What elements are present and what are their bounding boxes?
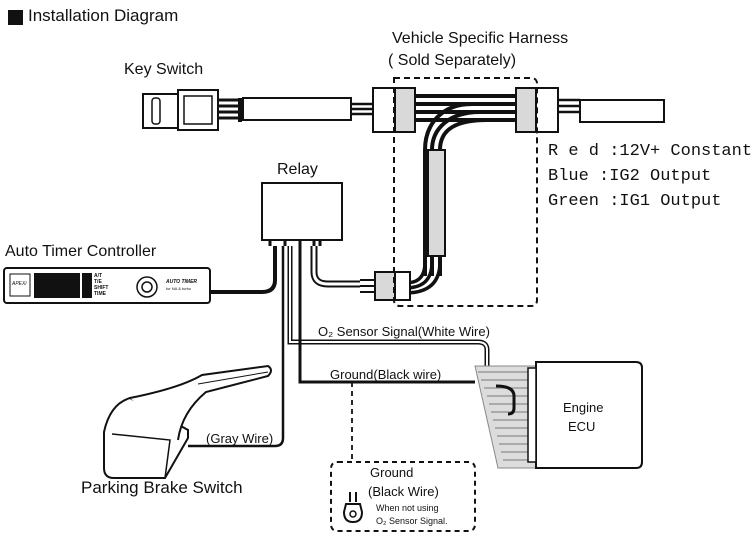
parking-brake-label: Parking Brake Switch <box>81 478 243 497</box>
harness-title: Vehicle Specific Harness <box>392 30 569 47</box>
sold-separately-outline <box>393 77 538 307</box>
ground-wire-label: Ground(Black wire) <box>330 367 442 382</box>
controller-side-label: SHIFT <box>94 285 109 291</box>
wire-blue-label: Blue :IG2 Output <box>548 167 712 186</box>
ecu-label-line2: ECU <box>568 419 596 434</box>
ground-option-box <box>330 461 476 532</box>
harness-note: ( Sold Separately) <box>388 52 517 69</box>
relay-label: Relay <box>277 161 318 178</box>
title-bullet-icon <box>8 10 23 25</box>
ground-box-note1: When not using <box>376 503 439 513</box>
wire-red-label: R e d :12V+ Constant <box>548 142 752 161</box>
engine-ecu-box <box>535 361 643 469</box>
parking-brake-switch <box>103 364 272 479</box>
vehicle-harness <box>360 87 665 301</box>
controller-side-label: TIME <box>94 291 106 297</box>
relay-box <box>261 182 343 241</box>
ground-box-wire: (Black Wire) <box>368 484 439 499</box>
ground-box-title: Ground <box>370 465 414 480</box>
gray-wire-label: (Gray Wire) <box>206 431 274 446</box>
auto-timer-controller <box>3 267 211 304</box>
controller-side-labels: A/T T/E SHIFT TIME <box>94 273 108 297</box>
controller-side-label: T/E <box>94 279 102 285</box>
controller-brand: APEXi <box>12 281 27 287</box>
key-switch-connector <box>242 97 352 121</box>
key-switch-label: Key Switch <box>124 61 204 78</box>
o2-signal-label: O₂ Sensor Signal(White Wire) <box>318 324 490 339</box>
key-switch <box>142 89 242 131</box>
ground-terminal-icon <box>342 492 364 524</box>
controller-name-line2: for NA & turbo <box>166 286 192 291</box>
controller-name-line1: AUTO TIMER <box>166 279 198 285</box>
controller-side-label: A/T <box>94 273 103 279</box>
ecu-wire-bundle <box>474 365 537 469</box>
ground-box-note2: O₂ Sensor Signal. <box>376 516 448 526</box>
controller-label: Auto Timer Controller <box>5 243 157 260</box>
ecu-label-line1: Engine <box>563 400 604 415</box>
wire-green-label: Green :IG1 Output <box>548 192 722 211</box>
page-title: Installation Diagram <box>28 6 179 25</box>
